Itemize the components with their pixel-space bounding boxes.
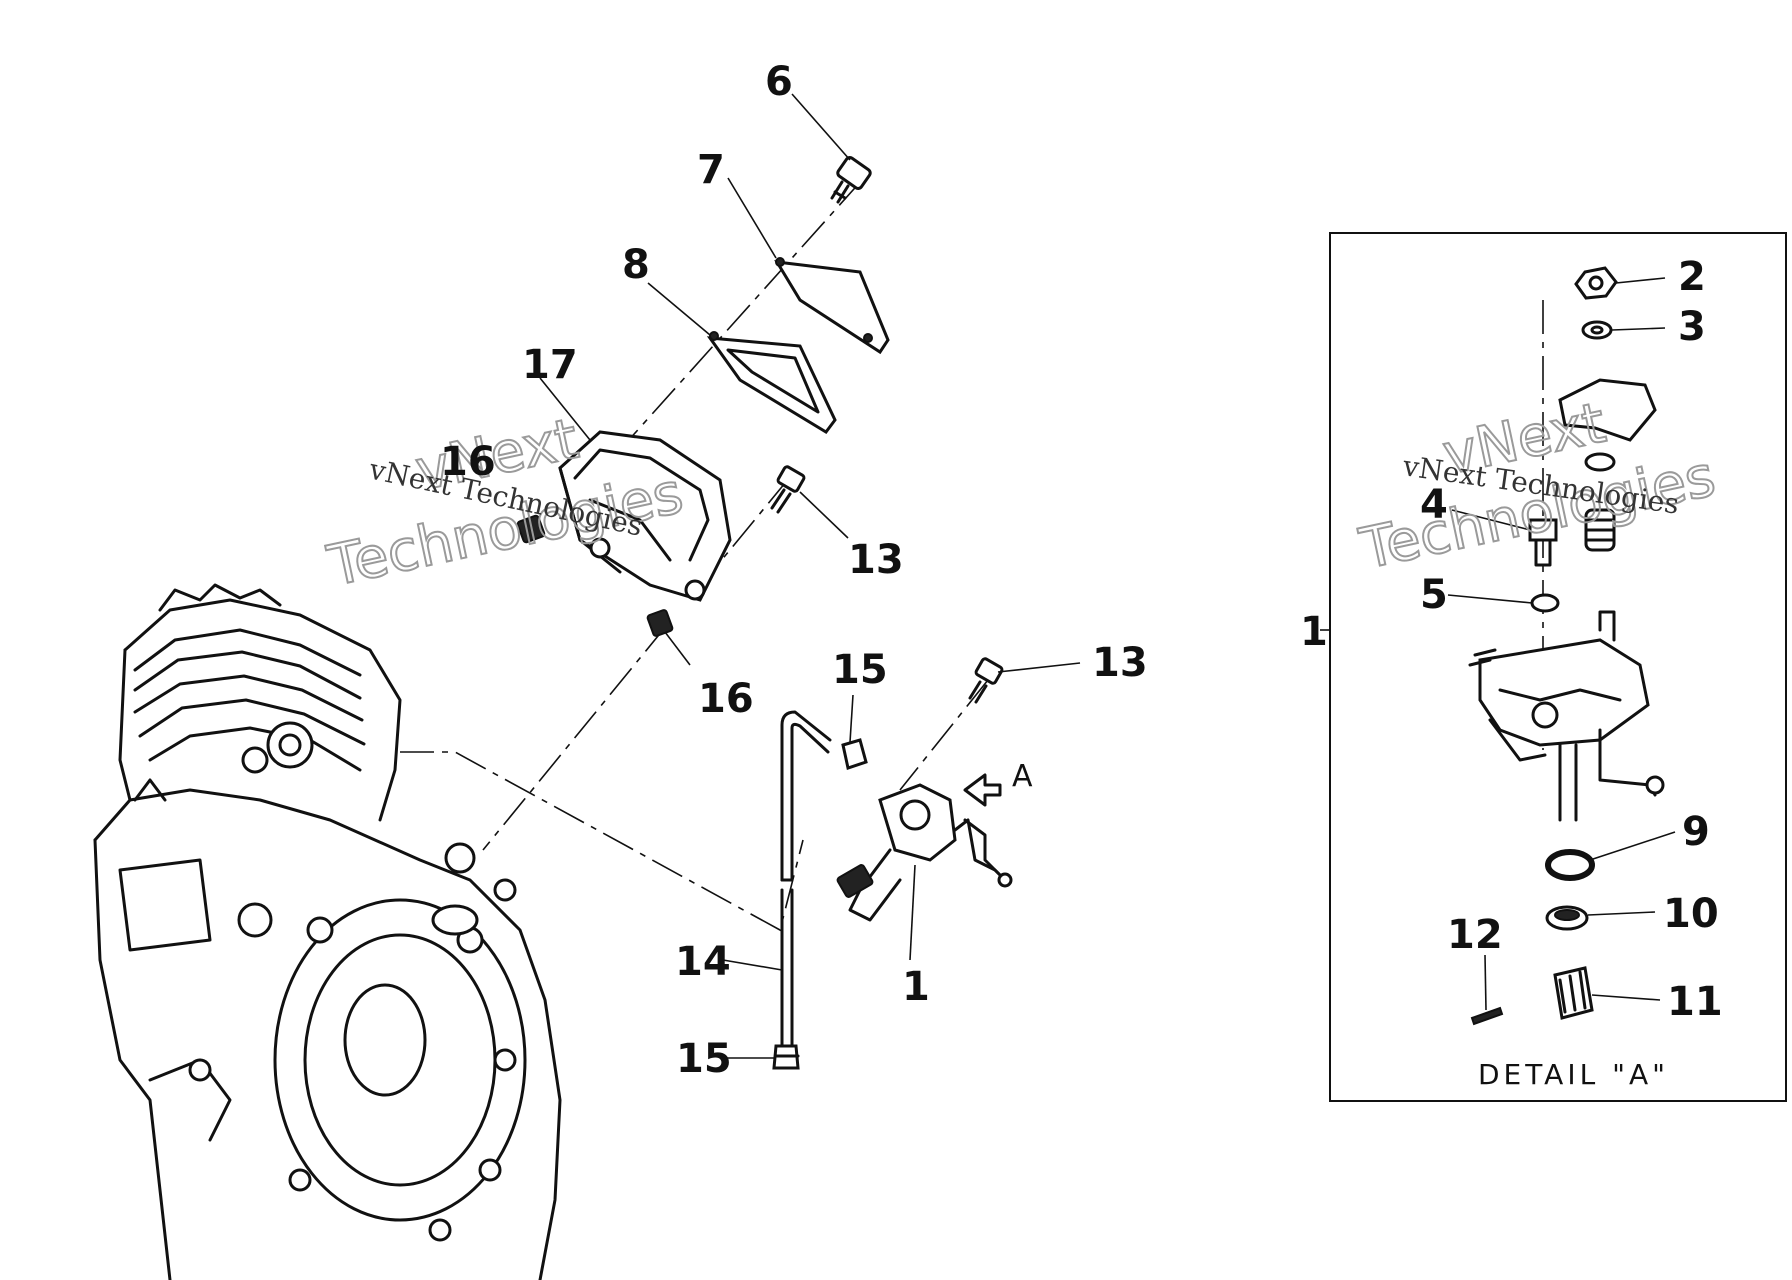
engine-block bbox=[93, 583, 562, 1280]
cover-plate-7 bbox=[774, 257, 890, 355]
hose-clamp-15-lower bbox=[772, 1044, 800, 1070]
callout-A: A bbox=[1012, 759, 1033, 794]
callout-15-lower: 15 bbox=[676, 1036, 732, 1082]
fuel-pump-1 bbox=[836, 783, 1013, 922]
fuel-hose-14 bbox=[780, 710, 832, 1047]
hose-clamp-15-upper bbox=[841, 738, 868, 770]
callout-detail-12: 12 bbox=[1447, 912, 1503, 958]
callout-detail-3: 3 bbox=[1678, 304, 1706, 350]
callout-6: 6 bbox=[765, 59, 793, 105]
bolt-13-upper bbox=[770, 465, 806, 514]
detail-a-panel bbox=[1320, 232, 1787, 1102]
callout-detail-10: 10 bbox=[1663, 891, 1719, 937]
arrow-A bbox=[963, 773, 1002, 807]
callout-7: 7 bbox=[697, 147, 725, 193]
callout-13-upper: 13 bbox=[848, 537, 904, 583]
leader-lines bbox=[539, 93, 1676, 1059]
callout-detail-4: 4 bbox=[1420, 482, 1448, 528]
bolt-6 bbox=[830, 156, 872, 204]
bolt-13-lower bbox=[968, 657, 1004, 704]
callout-detail-9: 9 bbox=[1682, 809, 1710, 855]
callout-labels: 6 7 8 17 16 13 16 13 15 A 14 1 15 2 3 4 … bbox=[440, 59, 1723, 1091]
detail-a-title: DETAIL "A" bbox=[1478, 1058, 1669, 1091]
callout-detail-5: 5 bbox=[1420, 572, 1448, 618]
callout-17: 17 bbox=[522, 342, 578, 388]
callout-1: 1 bbox=[902, 964, 930, 1010]
callout-detail-11: 11 bbox=[1667, 979, 1723, 1025]
callout-detail-2: 2 bbox=[1678, 254, 1706, 300]
callout-14: 14 bbox=[675, 939, 731, 985]
callout-16-lower: 16 bbox=[698, 676, 754, 722]
callout-13-lower: 13 bbox=[1092, 640, 1148, 686]
callout-16-upper: 16 bbox=[440, 439, 496, 485]
nut-16-upper bbox=[516, 514, 546, 544]
housing-17 bbox=[558, 430, 732, 602]
nut-16-lower bbox=[646, 609, 674, 637]
callout-detail-1: 1 bbox=[1300, 609, 1328, 655]
gasket-8 bbox=[706, 331, 837, 434]
callout-8: 8 bbox=[622, 242, 650, 288]
callout-15-upper: 15 bbox=[832, 647, 888, 693]
